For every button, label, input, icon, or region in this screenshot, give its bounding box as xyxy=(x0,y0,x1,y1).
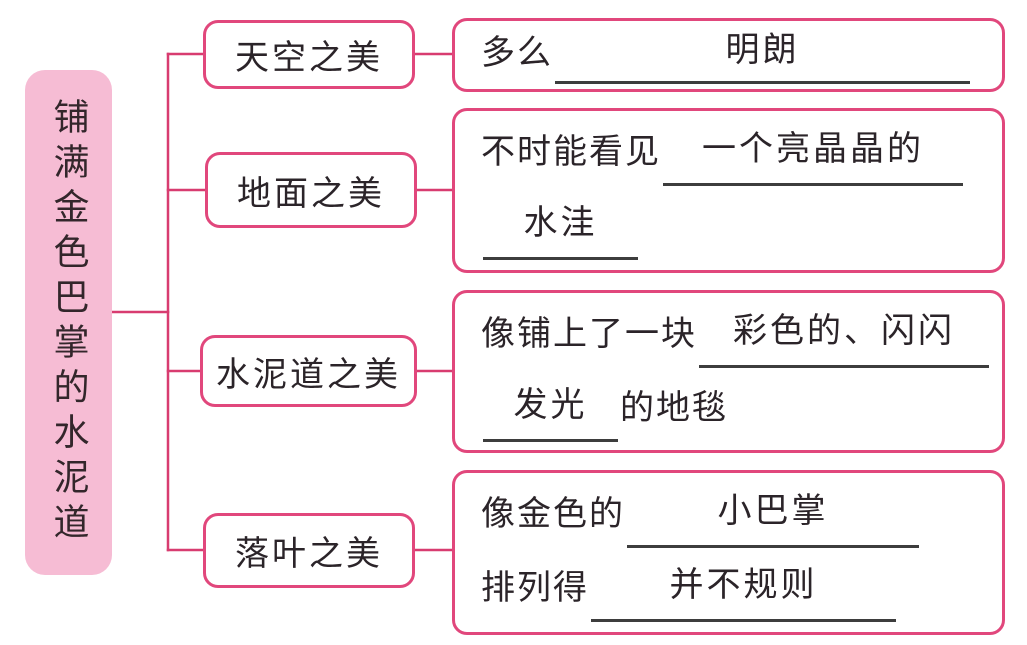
answer-text: 并不规则 xyxy=(669,567,818,604)
stem-text: 像金色的 xyxy=(481,496,625,533)
branch-node-fallen-leaves: 落叶之美 xyxy=(203,513,415,588)
fill-line: 不时能看见 一个亮晶晶的 xyxy=(481,117,1002,191)
fill-line: 水洼 xyxy=(481,191,1002,265)
answer-text: 发光 xyxy=(513,387,588,424)
fill-in-blank: 彩色的、闪闪 xyxy=(699,299,989,368)
fill-in-blank: 明朗 xyxy=(555,21,970,84)
fill-in-blank: 并不规则 xyxy=(591,553,896,622)
stem-text: 多么 xyxy=(481,35,553,72)
answer-text: 小巴掌 xyxy=(717,493,829,530)
fill-line: 排列得 并不规则 xyxy=(481,553,1002,627)
fill-in-blank: 发光 xyxy=(483,373,618,442)
branch-label-ground: 地面之美 xyxy=(237,175,385,213)
branch-label-fallen-leaves: 落叶之美 xyxy=(235,536,383,573)
root-topic-node: 铺满金色巴掌的水泥道 xyxy=(25,70,112,575)
stem-text: 不时能看见 xyxy=(481,134,661,171)
fill-in-blank: 水洼 xyxy=(483,191,638,260)
branch-label-sky: 天空之美 xyxy=(235,40,383,77)
content-node-sky: 多么 明朗 xyxy=(452,18,1005,92)
answer-text: 水洼 xyxy=(523,205,598,242)
root-topic-label: 铺满金色巴掌的水泥道 xyxy=(48,97,89,548)
branch-node-cement-road: 水泥道之美 xyxy=(200,335,417,407)
answer-text: 彩色的、闪闪 xyxy=(733,313,955,350)
branch-node-ground: 地面之美 xyxy=(205,152,417,228)
answer-text: 明朗 xyxy=(725,32,800,69)
content-node-fallen-leaves: 像金色的 小巴掌 排列得 并不规则 xyxy=(452,470,1005,635)
fill-in-blank: 小巴掌 xyxy=(627,479,919,548)
fill-line: 像金色的 小巴掌 xyxy=(481,479,1002,553)
stem-text: 像铺上了一块 xyxy=(481,316,697,353)
content-node-cement-road: 像铺上了一块彩色的、闪闪 发光的地毯 xyxy=(452,290,1005,453)
answer-text: 一个亮晶晶的 xyxy=(702,131,924,168)
content-node-ground: 不时能看见 一个亮晶晶的 水洼 xyxy=(452,108,1005,273)
stem-text: 排列得 xyxy=(481,570,589,607)
stem-text: 的地毯 xyxy=(620,390,728,427)
fill-line: 多么 明朗 xyxy=(481,21,1002,87)
branch-node-sky: 天空之美 xyxy=(203,20,415,89)
fill-in-blank: 一个亮晶晶的 xyxy=(663,117,963,186)
fill-line: 像铺上了一块彩色的、闪闪 xyxy=(481,299,1002,373)
fill-line: 发光的地毯 xyxy=(481,373,1002,447)
branch-label-cement-road: 水泥道之美 xyxy=(216,356,401,394)
